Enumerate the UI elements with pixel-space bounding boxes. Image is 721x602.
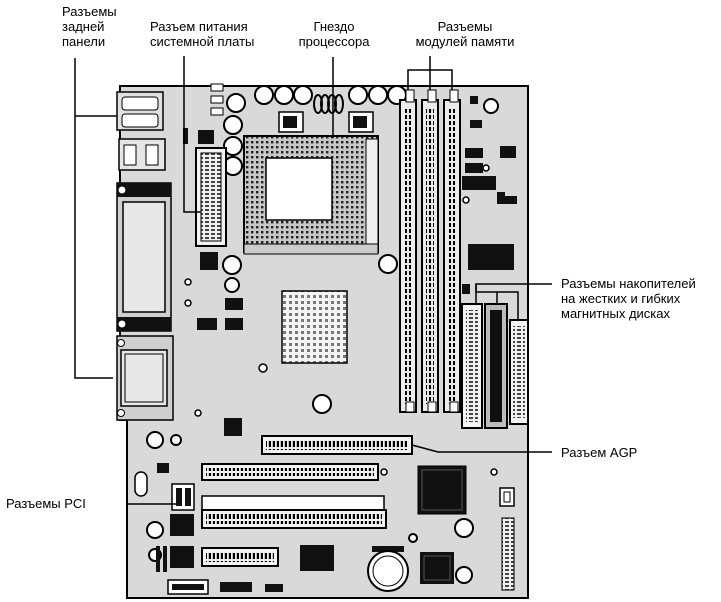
label-line: задней [62,19,105,34]
label-power-connector: Разъем питания системной платы [150,19,254,49]
cmos-battery [367,546,409,592]
pci-slot [201,495,387,529]
headers [156,483,515,595]
fan-header [497,192,517,204]
pci-slot [201,463,379,481]
label-line: модулей памяти [415,34,515,49]
memory-slots [399,89,461,413]
small-components [184,164,498,476]
atx-power-connector [183,128,227,247]
voltage-regulators [210,83,374,133]
northbridge-chipset [281,290,348,364]
label-rear-panel: Разъемы задней панели [62,4,117,49]
drive-connectors [461,303,529,429]
label-line: процессора [298,34,370,49]
label-drive-connectors: Разъемы накопителей на жестких и гибких … [561,276,696,321]
label-line: на жестких и гибких [561,291,681,306]
pci-slot [201,547,279,567]
label-line: Разъемы [437,19,493,34]
dimm-slot [421,89,439,413]
label-pci-slots: Разъемы PCI [6,496,86,511]
rear-panel-connectors [116,91,174,421]
southbridge-chip [417,465,467,515]
label-line: панели [62,34,106,49]
agp-slot [261,435,413,455]
label-line: магнитных дисках [561,306,670,321]
label-line: Разъем питания [150,19,248,34]
inductor-coil [313,94,344,114]
label-agp-slot: Разъем AGP [561,445,638,460]
misc-chips [157,96,516,592]
super-io-chip [420,552,454,584]
label-line: Гнездо [313,19,355,34]
label-line: Разъемы [62,4,117,19]
label-memory-slots: Разъемы модулей памяти [408,19,522,49]
label-line: Разъемы накопителей [561,276,696,291]
label-line: системной платы [150,34,255,49]
dimm-slot [399,89,417,413]
callout-lines [74,56,552,505]
capacitors [146,85,499,584]
label-cpu-socket: Гнездо процессора [297,19,371,49]
pci-slots [201,463,387,567]
crystal-oscillator [134,471,148,497]
dimm-slot [443,89,461,413]
cpu-socket [243,135,379,255]
